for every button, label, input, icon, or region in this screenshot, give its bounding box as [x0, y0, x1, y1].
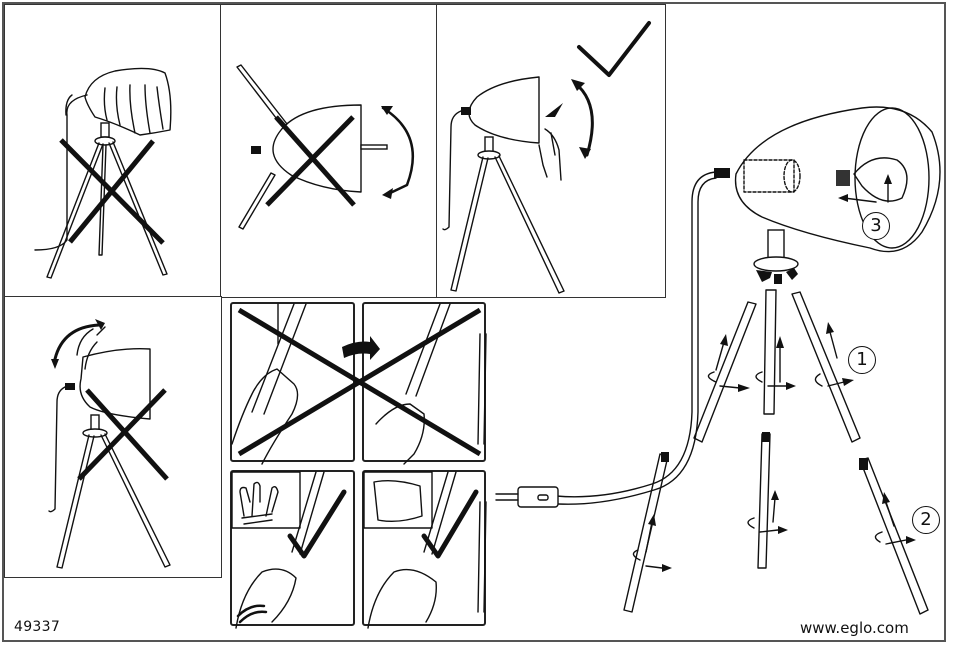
power-cord [555, 171, 717, 498]
bare-hand-sliding-leg-illustration [375, 303, 487, 465]
lamp-with-cloth-illustration [34, 67, 172, 279]
light-bulb [853, 157, 908, 202]
panel-shade-covered [4, 4, 222, 298]
website-link[interactable]: www.eglo.com [800, 619, 909, 637]
shade-rotation-correct-illustration [442, 21, 651, 294]
panel-bare-hand-leg-a [230, 302, 355, 465]
cloth-hand-illustration [363, 471, 487, 629]
arrow-right-icon [342, 336, 380, 360]
gloved-hand-illustration [231, 471, 347, 629]
check-icon [421, 489, 479, 559]
panel-rotate-by-leg [220, 4, 438, 298]
lower-leg-center [757, 433, 771, 569]
panel-tilt-by-shade-top [4, 296, 222, 578]
panel-gloves-handling [230, 470, 355, 629]
twist-arrows [632, 322, 916, 572]
instruction-sheet: 1 2 3 [2, 2, 946, 642]
panel-cloth-handling [362, 470, 487, 629]
panel-rotate-by-shade-edge [436, 4, 666, 298]
upper-leg-right [791, 291, 861, 443]
cross-mark-line-b [237, 307, 482, 457]
check-icon [287, 489, 347, 559]
upper-leg-center [763, 289, 777, 415]
check-icon [577, 21, 651, 77]
upper-leg-left [693, 301, 757, 443]
product-reference-number: 49337 [14, 619, 61, 635]
step-1-label: 1 [848, 346, 876, 374]
lamp-socket [743, 159, 795, 193]
lower-leg-right [859, 457, 929, 615]
step-3-label: 3 [862, 212, 890, 240]
panel-bare-hand-leg-b [362, 302, 487, 465]
lower-leg-left [623, 453, 669, 613]
lamp-shade [734, 106, 941, 253]
shade-rotation-wrong-illustration [236, 64, 415, 230]
shade-tilt-wrong-illustration [48, 319, 171, 569]
step-2-label: 2 [912, 506, 940, 534]
